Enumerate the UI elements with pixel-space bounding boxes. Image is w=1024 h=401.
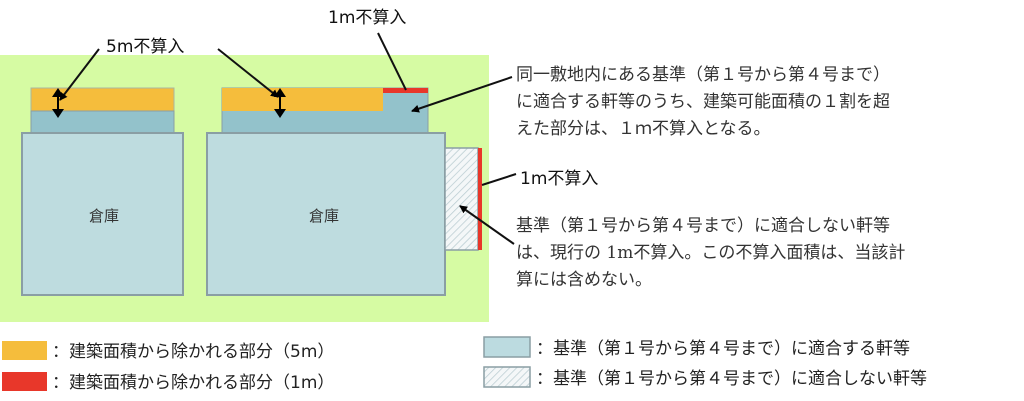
left-warehouse xyxy=(21,132,184,296)
non-conforming-eave xyxy=(444,147,479,251)
warehouse-label: 倉庫 xyxy=(89,207,119,225)
label-5m-excluded: 5m不算入 xyxy=(106,37,184,57)
warehouse-label: 倉庫 xyxy=(309,207,339,225)
legend: ：建築面積から除かれる部分（5m） ：建築面積から除かれる部分（1m） ：基準（… xyxy=(2,336,927,393)
non-conforming-eave-1m xyxy=(478,148,482,250)
note-top: 同一敷地内にある基準（第１号から第４号まで） に適合する軒等のうち、建築可能面積… xyxy=(516,65,890,139)
right-warehouse xyxy=(206,132,446,296)
left-building: 倉庫 xyxy=(21,87,184,296)
note-line: は、現行の 1m不算入。この不算入面積は、当該計 xyxy=(516,243,905,263)
note-line: 同一敷地内にある基準（第１号から第４号まで） xyxy=(516,65,890,85)
note-line: 基準（第１号から第４号まで）に適合しない軒等 xyxy=(516,216,890,236)
legend-label: ：建築面積から除かれる部分（5m） xyxy=(52,342,334,362)
right-eave-1m xyxy=(383,88,428,93)
legend-label: ：基準（第１号から第４号まで）に適合する軒等 xyxy=(536,339,910,359)
right-eave-5m xyxy=(222,88,383,111)
legend-label: ：基準（第１号から第４号まで）に適合しない軒等 xyxy=(536,369,927,389)
note-line: 算には含めない。 xyxy=(516,270,652,290)
note-bottom: 基準（第１号から第４号まで）に適合しない軒等 は、現行の 1m不算入。この不算入… xyxy=(516,216,905,290)
right-building: 倉庫 xyxy=(206,87,482,296)
label-1m-excluded-side: 1m不算入 xyxy=(520,169,598,189)
note-line: えた部分は、１ｍ不算入となる。 xyxy=(516,119,771,139)
legend-label: ：建築面積から除かれる部分（1m） xyxy=(52,373,334,393)
legend-swatch-non-conforming xyxy=(483,366,531,388)
note-line: に適合する軒等のうち、建築可能面積の１割を超 xyxy=(516,92,890,112)
legend-swatch-red xyxy=(2,372,47,391)
legend-swatch-orange xyxy=(2,341,47,360)
legend-swatch-conforming xyxy=(483,336,531,358)
callout-lines xyxy=(59,32,517,245)
left-eave-5m xyxy=(30,87,175,112)
label-1m-excluded-top: 1m不算入 xyxy=(328,8,406,28)
left-eave-conforming xyxy=(30,110,175,134)
